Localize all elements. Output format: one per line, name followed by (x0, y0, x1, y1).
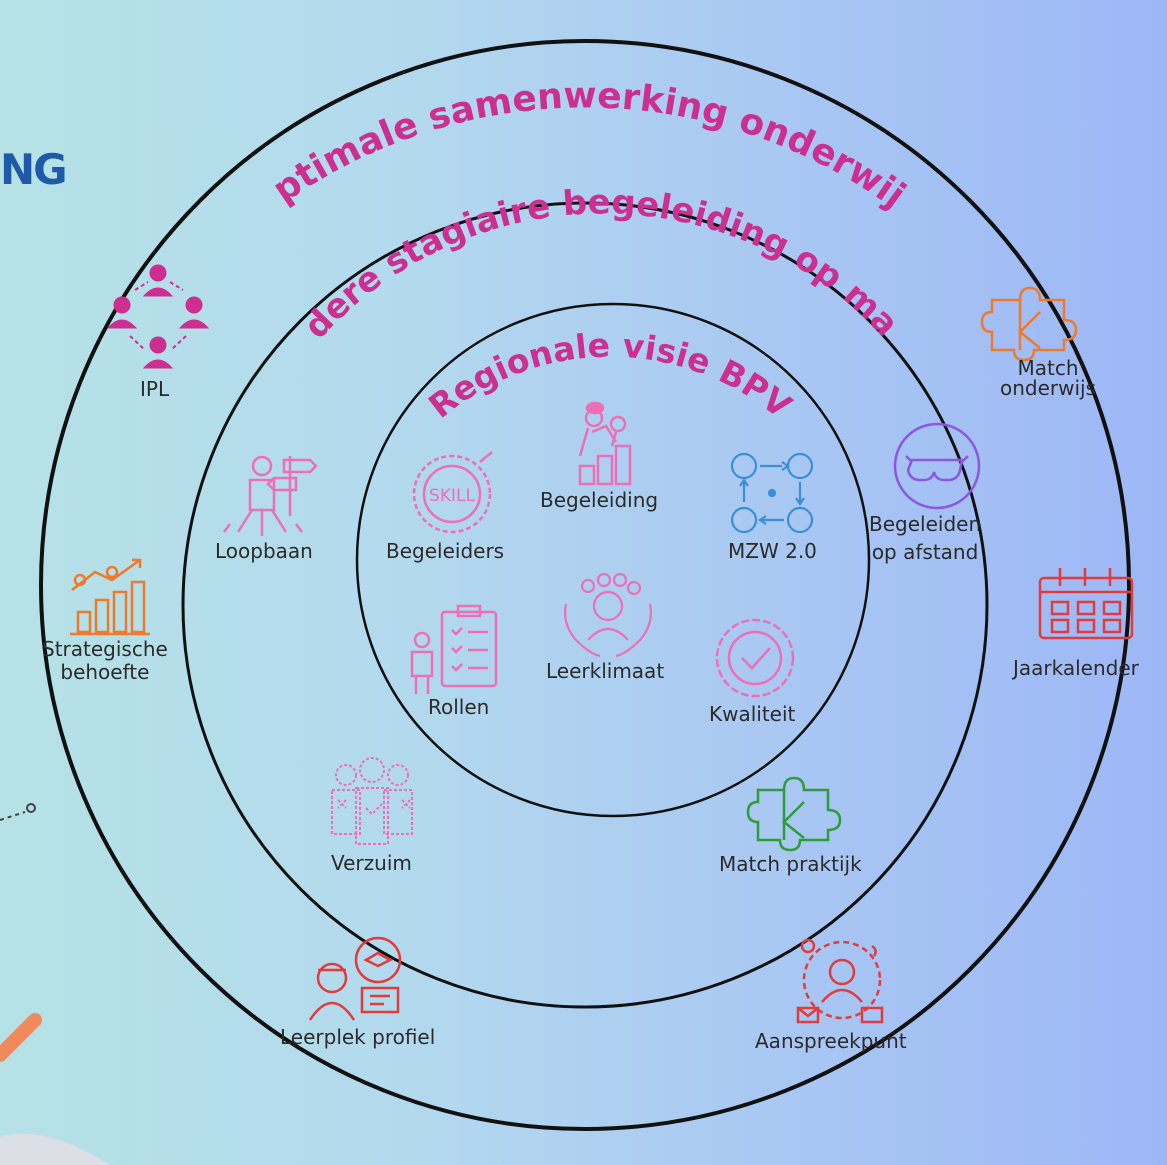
people-network-icon (106, 264, 210, 369)
corner-swoosh (0, 1133, 110, 1165)
label-mzw: MZW 2.0 (728, 539, 817, 563)
logo-fragment: NG (0, 145, 68, 194)
outer-ring (39, 39, 1131, 1131)
dashed-line-end (26, 803, 36, 813)
svg-text:SKILL: SKILL (429, 486, 475, 506)
coaching-steps-icon (578, 401, 632, 486)
network-people-icon (730, 452, 814, 534)
label-match-onderwijs: Match onderwijs (1000, 356, 1097, 400)
caring-hands-icon (564, 572, 652, 658)
label-rollen: Rollen (428, 695, 490, 719)
middle-ring (181, 201, 989, 1009)
clipboard-person-icon (410, 604, 498, 694)
puzzle-handshake-icon (980, 286, 1078, 362)
outer-ring-title: Optimale samenwerking onderwijs (0, 0, 913, 216)
absence-people-icon (331, 757, 413, 845)
label-aanspreekpunt: Aanspreekpunt (755, 1029, 907, 1053)
contact-person-icon (796, 938, 884, 1024)
corner-figure (0, 1013, 42, 1062)
graduate-profile-icon (308, 936, 402, 1021)
label-begeleiding: Begeleiding (540, 488, 659, 512)
career-signpost-icon (223, 455, 318, 536)
label-verzuim: Verzuim (331, 851, 412, 875)
vr-glasses-icon (893, 422, 981, 510)
label-begeleiders: Begeleiders (386, 539, 505, 563)
growth-chart-icon (70, 558, 150, 636)
dashed-line (0, 811, 26, 821)
label-jaarkalender: Jaarkalender (1013, 656, 1139, 680)
middle-ring-title: Iedere stagiaire begeleiding op maat (0, 0, 906, 347)
calendar-icon (1038, 568, 1134, 640)
label-ipl: IPL (140, 377, 170, 401)
label-leerplek-profiel: Leerplek profiel (280, 1025, 436, 1049)
label-kwaliteit: Kwaliteit (709, 702, 796, 726)
inner-ring (355, 302, 871, 818)
quality-check-icon (715, 618, 795, 698)
label-strategische-behoefte: Strategische behoefte (42, 637, 168, 684)
inner-ring-title: Regionale visie BPV (421, 326, 799, 426)
label-match-praktijk: Match praktijk (719, 852, 862, 876)
label-leerklimaat: Leerklimaat (546, 659, 665, 683)
label-begeleiden-op-afstand: Begeleiden op afstand (869, 512, 982, 564)
puzzle-handshake-icon (746, 776, 842, 852)
label-loopbaan: Loopbaan (215, 539, 313, 563)
skill-badge-icon: SKILL (412, 451, 493, 534)
